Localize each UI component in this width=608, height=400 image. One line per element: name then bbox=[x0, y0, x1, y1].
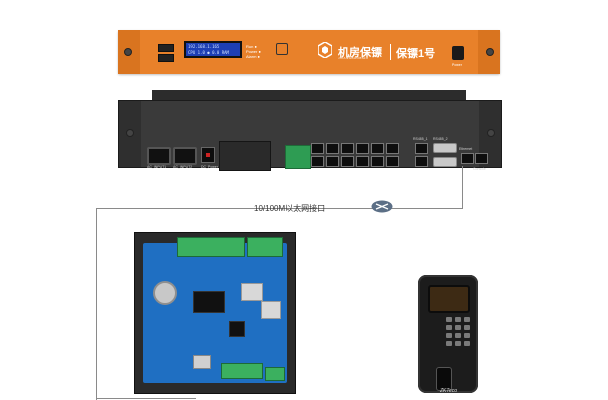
power-switch-label: DC_Power bbox=[201, 165, 218, 169]
power-switch[interactable] bbox=[201, 147, 215, 163]
status-leds: Run ● Power ● Alarm ● bbox=[246, 44, 261, 59]
led-label: Power ● bbox=[246, 49, 261, 54]
rj45-port-icon bbox=[415, 156, 428, 167]
lcd-line: 192.168.1.165 bbox=[188, 44, 220, 49]
rj45-port-icon bbox=[341, 156, 354, 167]
chassis-top bbox=[152, 90, 466, 102]
lcd-line: CPU 1.0 ● 0.0 RAM bbox=[188, 50, 229, 55]
key-icon[interactable] bbox=[446, 333, 452, 338]
rj45-port-icon bbox=[326, 143, 339, 154]
terminal-block-icon bbox=[177, 237, 245, 257]
console-label: Console bbox=[473, 167, 486, 171]
relay-icon bbox=[241, 283, 263, 301]
key-icon[interactable] bbox=[446, 341, 452, 346]
rear-panel: AC_INPUT1 AC_INPUT2 DC_Power RS485_1 RS4… bbox=[118, 100, 502, 171]
rj45-port-icon bbox=[311, 156, 324, 167]
key-icon[interactable] bbox=[464, 333, 470, 338]
key-icon[interactable] bbox=[455, 341, 461, 346]
brand-logo-icon bbox=[318, 42, 332, 58]
fingerprint-sensor-icon bbox=[436, 367, 452, 391]
power-label: Power bbox=[452, 63, 462, 67]
terminal-block-icon bbox=[265, 367, 285, 381]
console-port-icon bbox=[475, 153, 488, 164]
front-panel: 192.168.1.165 CPU 1.0 ● 0.0 RAM Run ● Po… bbox=[118, 30, 500, 74]
rj45-port-icon bbox=[371, 143, 384, 154]
key-icon[interactable] bbox=[455, 317, 461, 322]
key-icon[interactable] bbox=[455, 333, 461, 338]
key-icon[interactable] bbox=[455, 325, 461, 330]
rj45-port-icon bbox=[356, 143, 369, 154]
network-cable bbox=[96, 398, 196, 399]
rj45-port-icon bbox=[371, 156, 384, 167]
rack-screw-icon bbox=[486, 48, 494, 56]
fingerprint-reader bbox=[418, 275, 478, 393]
left-rack-ear bbox=[118, 30, 140, 74]
led-label: Run ● bbox=[246, 44, 257, 49]
terminal-block-icon bbox=[285, 145, 311, 169]
keypad bbox=[446, 317, 470, 346]
key-icon[interactable] bbox=[464, 341, 470, 346]
reader-screen bbox=[428, 285, 470, 313]
key-icon[interactable] bbox=[464, 325, 470, 330]
rack-screw-icon bbox=[126, 129, 134, 137]
model-name: 保镖1号 bbox=[396, 48, 436, 60]
ic-chip-icon bbox=[229, 321, 245, 337]
ac-inlet-icon bbox=[147, 147, 171, 165]
terminal-block-icon bbox=[221, 363, 263, 379]
reader-brand: ZKTeco bbox=[440, 388, 458, 394]
brand-name: 机房保镖 bbox=[338, 47, 382, 59]
ac-inlet-icon bbox=[173, 147, 197, 165]
router-icon bbox=[371, 200, 393, 213]
usb-port-icon bbox=[158, 54, 174, 62]
divider bbox=[390, 44, 391, 60]
usb-port-icon bbox=[158, 44, 174, 52]
key-icon[interactable] bbox=[446, 325, 452, 330]
connection-label: 10/100M以太网接口 bbox=[254, 204, 326, 213]
rj45-port-icon bbox=[356, 156, 369, 167]
right-rack-ear bbox=[478, 30, 500, 74]
key-icon[interactable] bbox=[446, 317, 452, 322]
rack-screw-icon bbox=[124, 48, 132, 56]
ethernet-port-icon bbox=[461, 153, 474, 164]
rj45-port-icon bbox=[415, 143, 428, 154]
navigation-keypad[interactable] bbox=[276, 43, 288, 55]
rj45-port-bank bbox=[311, 143, 399, 167]
network-cable bbox=[96, 208, 462, 209]
rj45-port-icon bbox=[193, 355, 211, 369]
led-label: Alarm ● bbox=[246, 54, 260, 59]
rj45-port-icon bbox=[386, 156, 399, 167]
ic-chip-icon bbox=[193, 291, 225, 313]
rack-screw-icon bbox=[487, 129, 495, 137]
rj45-port-icon bbox=[326, 156, 339, 167]
power-button[interactable] bbox=[452, 46, 464, 60]
right-rack-ear bbox=[479, 101, 501, 167]
network-cable bbox=[96, 208, 97, 400]
terminal-block-icon bbox=[247, 237, 283, 257]
left-rack-ear bbox=[119, 101, 141, 167]
rj45-port-icon bbox=[386, 143, 399, 154]
access-controller-board bbox=[134, 232, 296, 394]
circuit-board bbox=[143, 237, 287, 383]
network-cable bbox=[462, 166, 463, 209]
coin-battery-icon bbox=[153, 281, 177, 305]
rs485-2-label: RS485_2 bbox=[433, 137, 448, 141]
db9-port-icon bbox=[433, 143, 457, 153]
brand-subtitle: JIFANGBAOBIAO bbox=[338, 56, 369, 60]
lcd-display: 192.168.1.165 CPU 1.0 ● 0.0 RAM bbox=[184, 41, 242, 58]
ethernet-label: Ethernet bbox=[459, 147, 473, 151]
rs485-label: RS485_1 bbox=[413, 137, 428, 141]
ac2-label: AC_INPUT2 bbox=[173, 165, 193, 169]
blank-plate bbox=[219, 141, 271, 171]
rj45-port-icon bbox=[341, 143, 354, 154]
rj45-port-icon bbox=[311, 143, 324, 154]
db9-port-icon bbox=[433, 157, 457, 167]
key-icon[interactable] bbox=[464, 317, 470, 322]
ac1-label: AC_INPUT1 bbox=[147, 165, 167, 169]
relay-icon bbox=[261, 301, 281, 319]
